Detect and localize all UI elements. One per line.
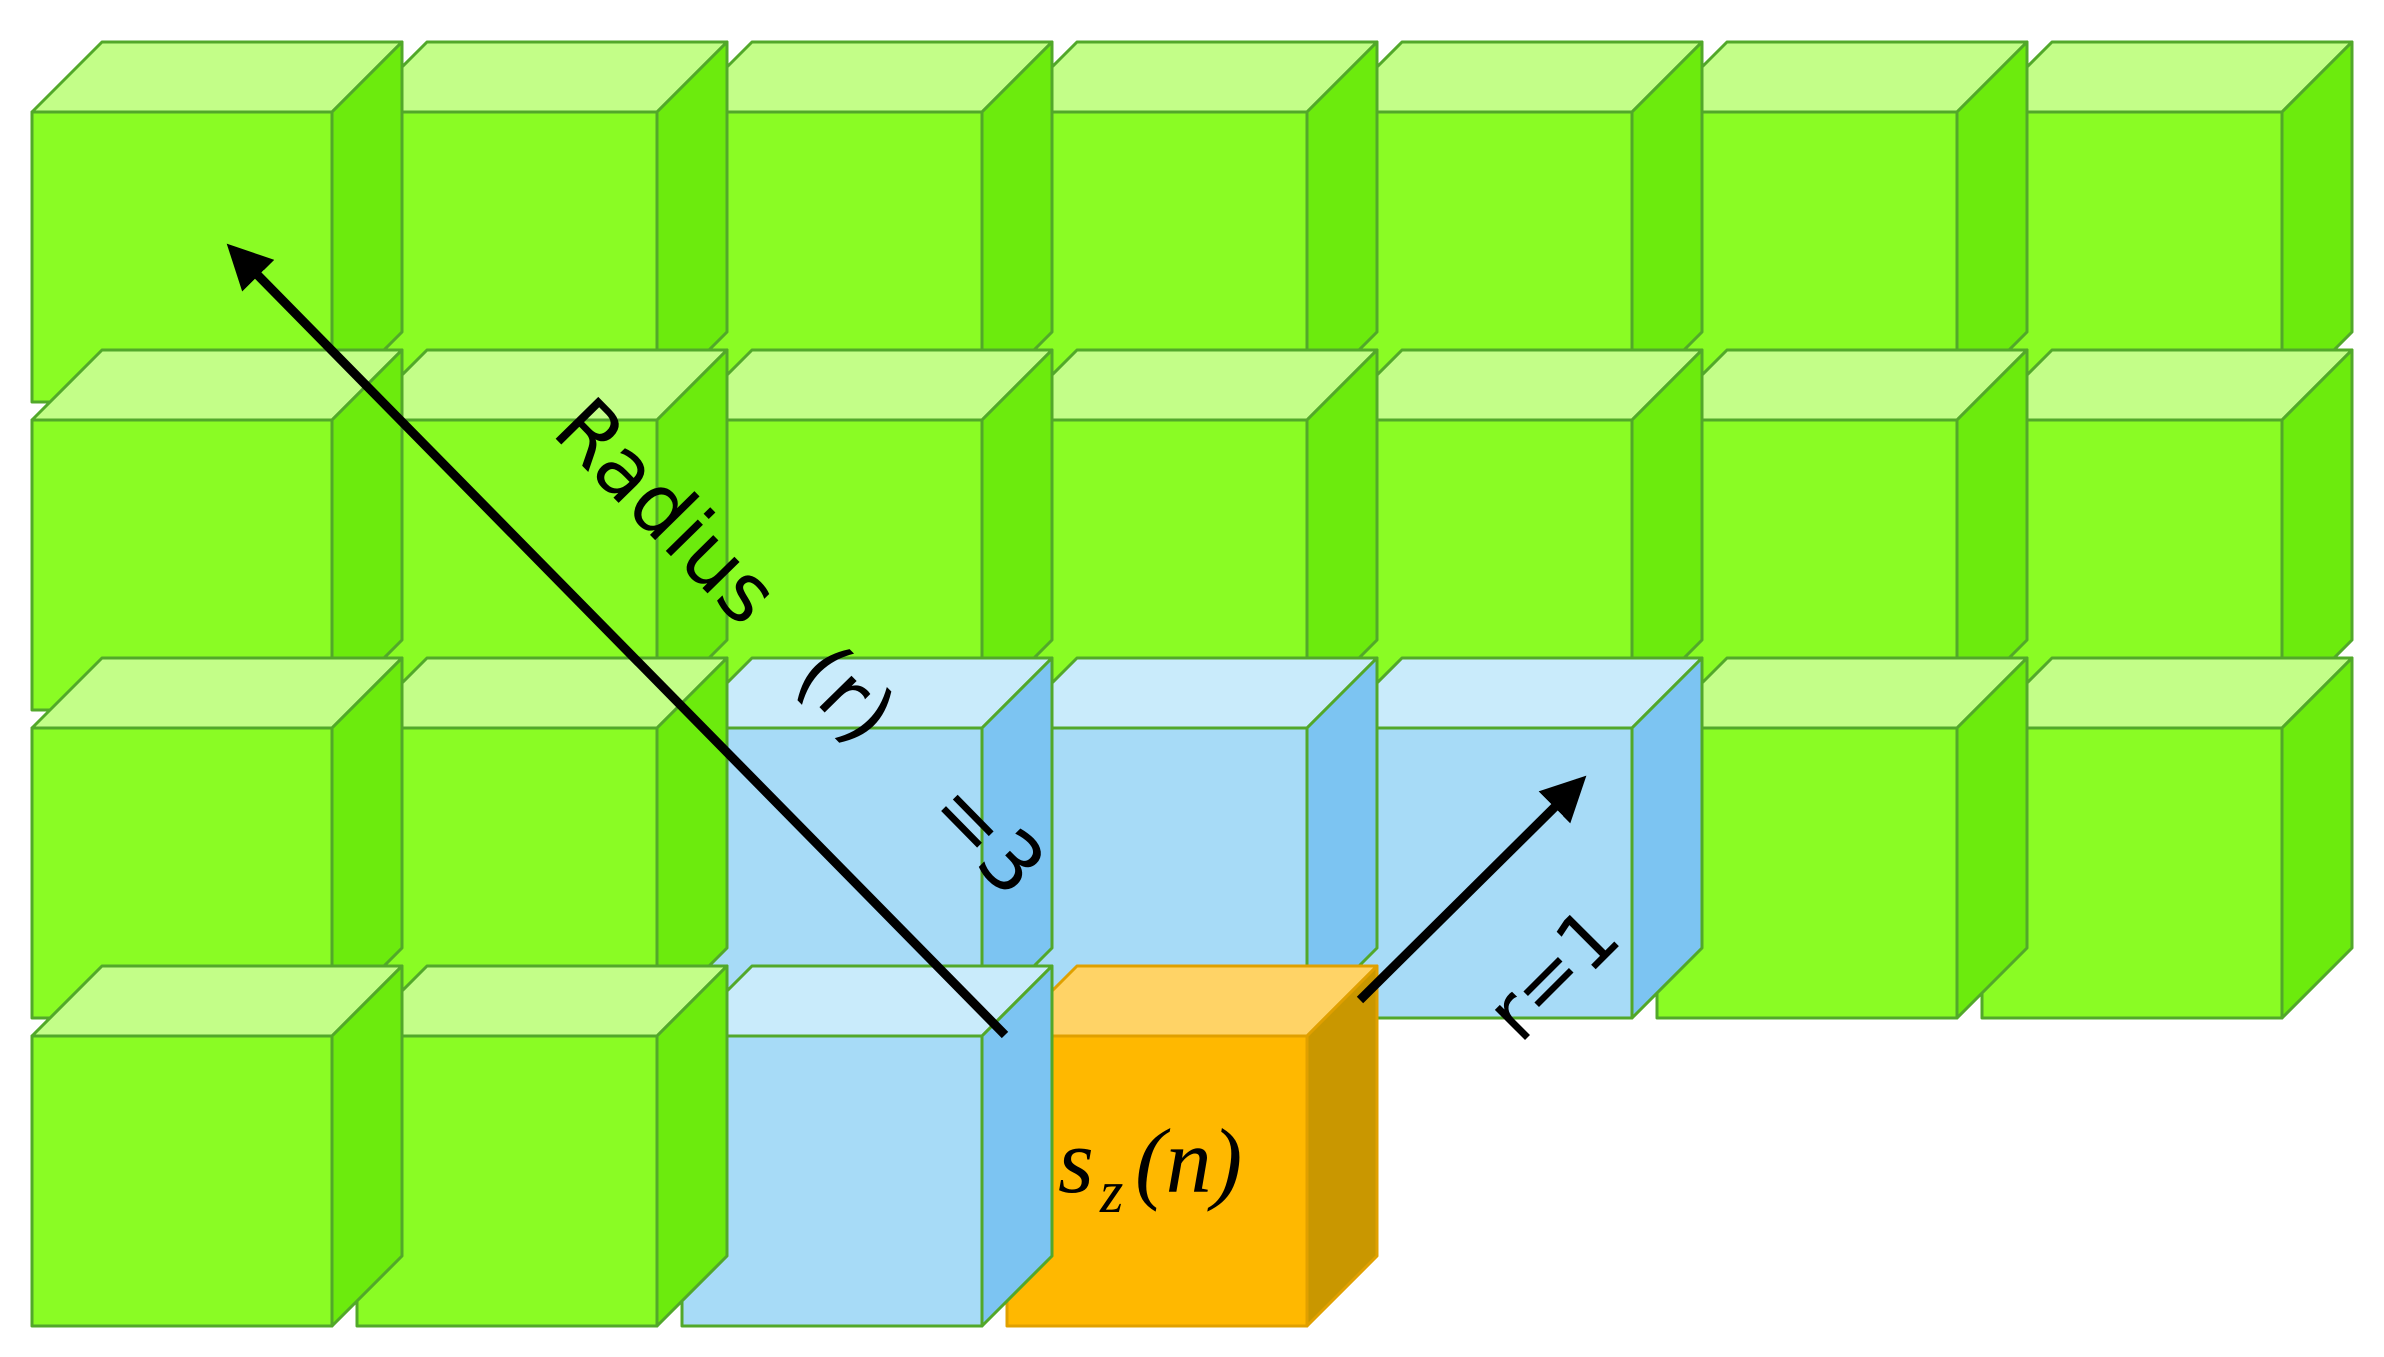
green-cube [1330,348,1704,712]
radius-1-arrow [1356,775,1587,1004]
green-cube [1005,40,1379,404]
radius-3-arrow [226,243,1009,1039]
green-cube [355,964,729,1328]
green-cube [30,964,404,1328]
green-cube [355,40,729,404]
green-cube [680,40,1054,404]
blue-cube [1005,656,1379,1020]
green-cube [1655,656,2029,1020]
blue-cube [680,656,1054,1020]
green-cube [1655,40,2029,404]
green-cube [1655,348,2029,712]
green-cube [1980,40,2354,404]
green-cube [355,656,729,1020]
green-cube [1005,348,1379,712]
cube-grid [30,40,2354,1328]
green-cube [30,40,404,404]
sz-n-label: s z (n) [1058,1110,1242,1225]
sz-argument: (n) [1135,1110,1242,1212]
green-cube [30,656,404,1020]
green-cube [1980,656,2354,1020]
green-cube [680,348,1054,712]
green-cube [355,348,729,712]
green-cube [30,348,404,712]
sz-subscript: z [1099,1159,1123,1225]
green-cube [1980,348,2354,712]
green-cube [1330,40,1704,404]
sz-base: s [1058,1110,1094,1212]
cube-front-face [30,1034,334,1328]
orange-cube [1005,964,1379,1328]
